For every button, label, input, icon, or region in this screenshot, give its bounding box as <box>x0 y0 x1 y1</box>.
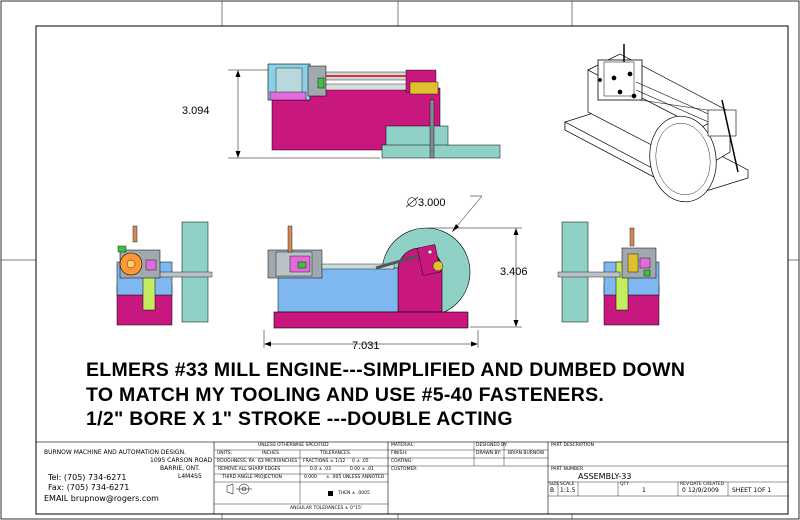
part-number: ASSEMBLY-33 <box>578 472 632 481</box>
tolerance-d: 0.000 <box>304 475 317 480</box>
tolerance-b: 0.0 ± .03 <box>310 467 331 472</box>
scale-value: 1:1.5 <box>560 487 576 494</box>
third-angle-projection: THIRD ANGLE PROJECTION <box>222 475 282 480</box>
scale-label: SCALE <box>560 482 575 487</box>
company-name: BURNOW MACHINE AND AUTOMATION DESIGN. <box>44 449 186 456</box>
left-side-view <box>116 221 213 326</box>
part-number-label: PART NUMBER <box>551 467 584 472</box>
finish-label: FINISH: <box>391 451 408 456</box>
date-created: 12/9/2009 <box>688 487 719 494</box>
drawn-by-value: BRIAN BURNOW <box>508 451 545 456</box>
company-fax: Fax: (705) 734-6271 <box>48 483 130 492</box>
qty-label: QTY <box>620 482 630 487</box>
tolerance-callout-symbol <box>328 491 333 496</box>
rev-label: REV <box>680 482 690 487</box>
units-value: INCHES <box>262 451 279 456</box>
rev-value: 0 <box>682 487 686 494</box>
tolerance-fractions: FRACTIONS ± 1/32 <box>303 459 346 464</box>
front-view <box>267 225 471 329</box>
remove-sharp-edges: REMOVE ALL SHARP EDGES <box>218 467 281 472</box>
spec-header: UNLESS OTHERWISE SPECIFIED <box>258 443 329 448</box>
date-created-label: DATE CREATED <box>690 482 725 487</box>
dim-side-height-label: 3.406 <box>500 266 528 278</box>
size-label: SIZE <box>549 482 560 487</box>
dimension-side-height <box>428 227 522 328</box>
roughness-label: ROUGHNESS, RA <box>217 459 255 464</box>
note-line-3: 1/2" BORE X 1" STROKE ---DOUBLE ACTING <box>86 408 513 430</box>
title-block-frame <box>35 441 789 515</box>
company-address-1: 1095 CARSON ROAD <box>150 457 213 464</box>
customer-label: CUSTOMER: <box>391 467 418 472</box>
drawn-by-label: DRAWN BY: <box>476 451 501 456</box>
angular-tolerances: ANGULAR TOLERANCES ± 0°15' <box>290 506 363 511</box>
dimension-top-height <box>228 69 380 159</box>
sheet-number: SHEET 1OF 1 <box>732 487 772 494</box>
right-side-view <box>557 221 660 326</box>
note-line-2: TO MATCH MY TOOLING AND USE #5-40 FASTEN… <box>86 384 605 406</box>
designed-by-label: DESIGNED BY: <box>476 443 508 448</box>
size-value: B <box>550 487 555 494</box>
dim-top-height-label: 3.094 <box>182 105 210 117</box>
company-tel: Tel: (705) 734-6271 <box>48 473 127 482</box>
tolerance-f: THEN ± .0005 <box>338 491 370 496</box>
note-line-1: ELMERS #33 MILL ENGINE---SIMPLIFIED AND … <box>86 359 686 381</box>
company-email: EMAIL brupnow@rogers.com <box>44 494 159 503</box>
dim-diameter-label: 3.000 <box>418 197 446 209</box>
units-label: UNITS: <box>217 451 233 456</box>
roughness-value: 63 MICROINCHES <box>258 459 298 464</box>
coating-label: COATING: <box>391 459 413 464</box>
qty-value: 1 <box>642 487 646 494</box>
material-label: MATERIAL: <box>391 443 415 448</box>
company-postal: L4M4S5 <box>178 473 202 480</box>
tolerance-e: ± .005 UNLESS ANNOTED <box>326 475 385 480</box>
third-angle-projection-symbol <box>226 483 252 495</box>
dim-length-label: 7.031 <box>352 340 380 352</box>
tolerance-c: 0.00 ± .01 <box>350 467 374 472</box>
isometric-view <box>564 44 749 203</box>
dimension-length <box>263 330 479 348</box>
top-view <box>267 63 501 159</box>
tolerances-header: TOLERANCES <box>320 451 350 456</box>
company-address-2: BARRIE, ONT. <box>160 465 201 472</box>
part-description-label: PART DESCRIPTION <box>551 443 594 448</box>
tolerance-a: 0 ± .05 <box>352 459 369 464</box>
